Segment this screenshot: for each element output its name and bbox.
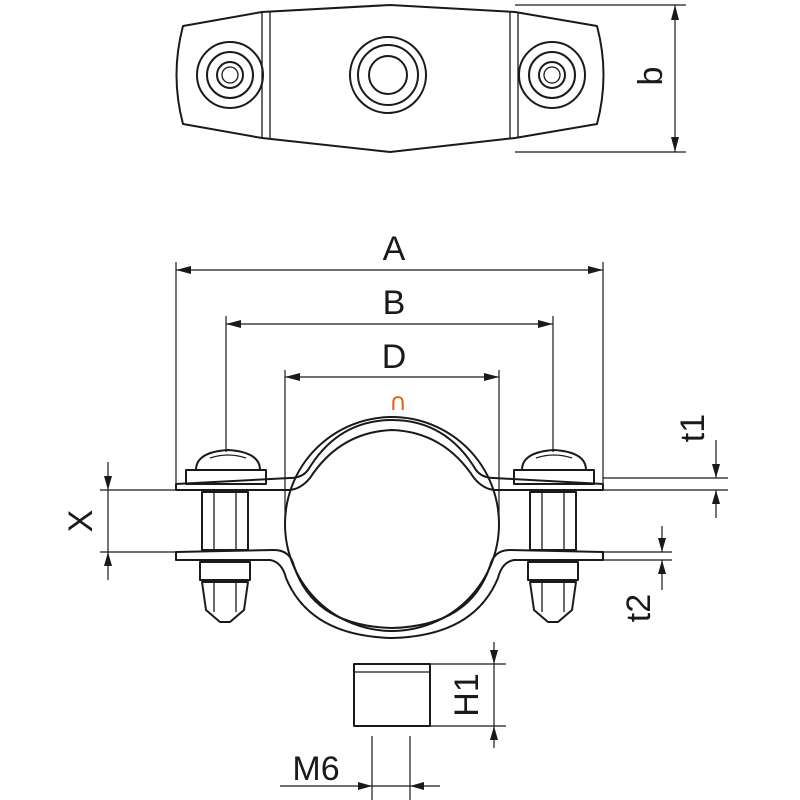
center-mark: ∩ — [389, 388, 407, 416]
dimension-t2: t2 — [603, 526, 672, 622]
dimension-A: A — [175, 230, 604, 484]
right-bolt-top — [518, 41, 586, 109]
threaded-boss — [353, 663, 431, 727]
label-t2: t2 — [620, 594, 658, 622]
label-t1: t1 — [674, 414, 712, 442]
dimension-H1: H1 — [430, 642, 506, 748]
label-A: A — [383, 230, 406, 268]
top-view — [175, 4, 605, 153]
left-bolt-top — [196, 41, 264, 109]
lower-strap — [175, 549, 604, 639]
label-b: b — [632, 67, 670, 86]
right-screw — [513, 449, 595, 623]
upper-strap — [175, 419, 604, 491]
center-nut-top — [349, 36, 427, 114]
dimension-M6: M6 — [280, 736, 440, 800]
label-M6: M6 — [292, 750, 339, 788]
label-D: D — [382, 338, 407, 376]
dimension-B: B — [225, 284, 554, 452]
label-B: B — [383, 284, 406, 322]
label-H1: H1 — [448, 673, 486, 716]
left-screw — [185, 449, 267, 623]
dimension-X: X — [62, 462, 176, 580]
front-view — [175, 416, 604, 727]
pipe-circle — [284, 416, 500, 632]
dimension-t1: t1 — [603, 414, 728, 518]
dimension-b: b — [515, 4, 686, 153]
dimension-D: D — [284, 338, 500, 524]
label-X: X — [62, 510, 100, 533]
